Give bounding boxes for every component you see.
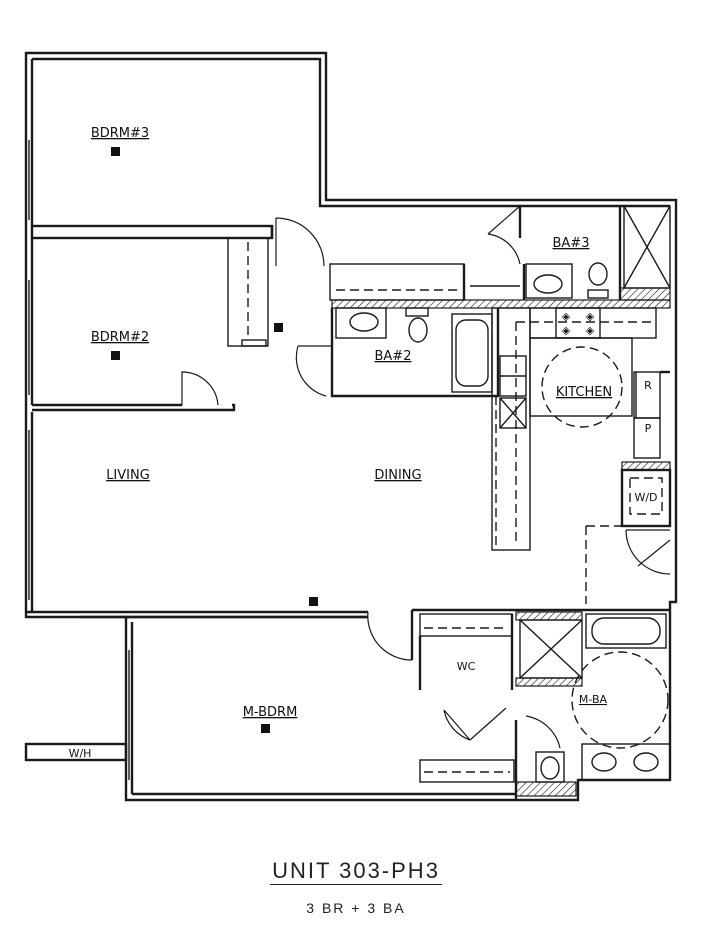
room-label-dining: DINING — [374, 468, 421, 483]
svg-text:◈: ◈ — [586, 324, 595, 337]
outlet-icon — [309, 597, 318, 606]
outlet-icon — [111, 351, 120, 360]
exterior-walls — [24, 51, 678, 802]
room-label-m-bdrm: M-BDRM — [243, 705, 298, 720]
outlet-icon — [261, 724, 270, 733]
room-label-ba3: BA#3 — [553, 236, 590, 251]
label-w-h: W/H — [69, 747, 92, 760]
svg-text:◈: ◈ — [562, 324, 571, 337]
interior-walls: ◈ ◈ ◈ ◈ — [24, 205, 672, 800]
room-labels: BDRM#3 BDRM#2 BA#3 BA#2 KITCHEN LIVING D… — [69, 126, 658, 760]
svg-text:◈: ◈ — [586, 310, 595, 323]
outlet-icon — [111, 147, 120, 156]
room-label-ba2: BA#2 — [375, 349, 412, 364]
room-label-wc: WC — [457, 660, 476, 673]
room-label-m-ba: M-BA — [579, 693, 608, 706]
label-w-d: W/D — [634, 491, 657, 504]
room-label-bdrm2: BDRM#2 — [91, 330, 149, 345]
unit-title-text: UNIT 303-PH3 — [270, 858, 442, 885]
label-pantry: P — [645, 422, 652, 435]
room-label-kitchen: KITCHEN — [556, 385, 612, 400]
unit-subtitle: 3 BR + 3 BA — [306, 900, 406, 916]
room-label-bdrm3: BDRM#3 — [91, 126, 149, 141]
room-label-living: LIVING — [106, 468, 150, 483]
svg-text:◈: ◈ — [562, 310, 571, 323]
unit-title: UNIT 303-PH3 — [0, 858, 712, 885]
door-swings — [181, 205, 671, 749]
data-outlet-icons — [111, 147, 318, 733]
label-refrigerator: R — [644, 379, 652, 392]
outlet-icon — [274, 323, 283, 332]
